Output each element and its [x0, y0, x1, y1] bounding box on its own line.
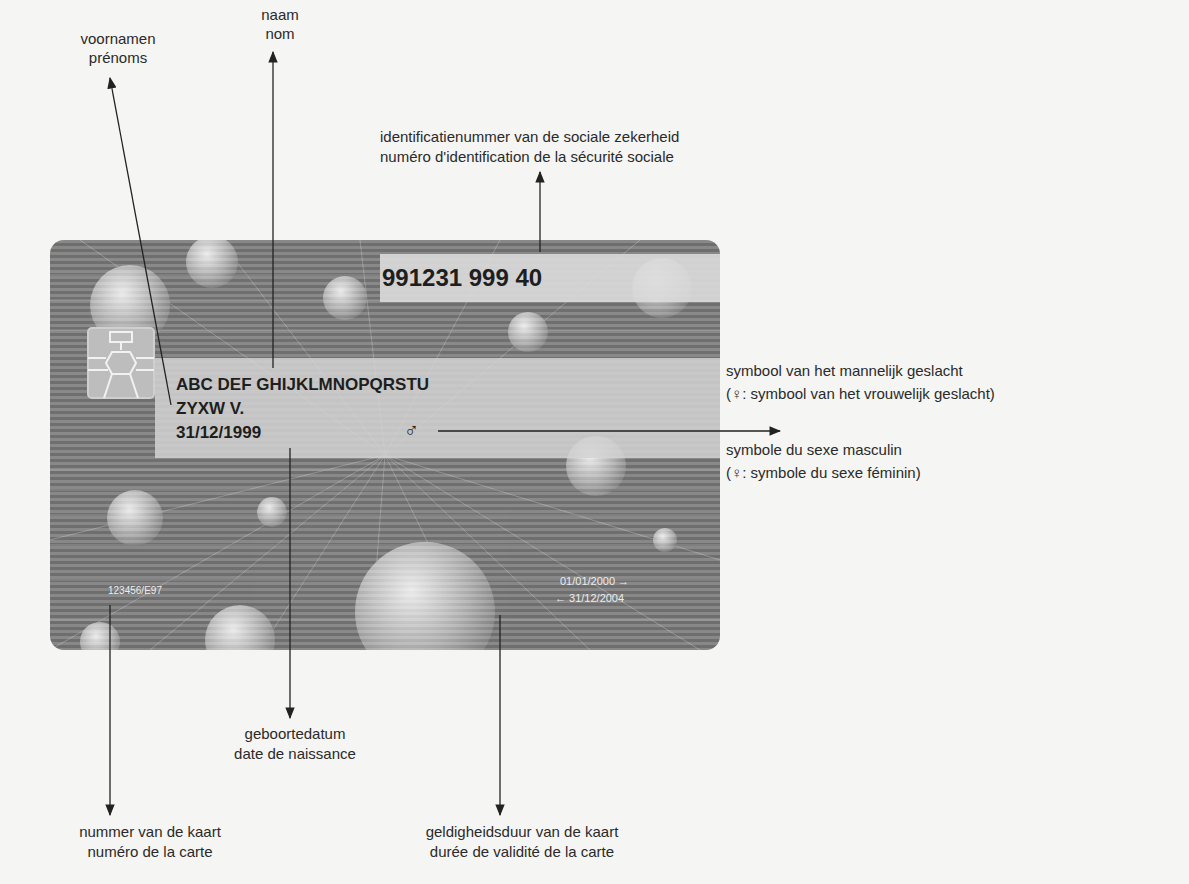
leader-lines	[110, 52, 780, 815]
social-security-number: 991231 999 40	[382, 264, 542, 292]
surname: ABC DEF GHIJKLMNOPQRSTU	[176, 375, 429, 395]
card-body	[50, 240, 720, 650]
callout-label: prénoms	[89, 49, 147, 67]
callout-label: symbool van het mannelijk geslacht	[726, 362, 963, 380]
callout-label: nom	[265, 25, 294, 43]
birth-date: 31/12/1999	[176, 423, 261, 443]
callout-label: identificatienummer van de sociale zeker…	[380, 128, 679, 146]
callout-label: numéro de la carte	[87, 843, 212, 861]
callout-label: nummer van de kaart	[79, 823, 221, 841]
first-names: ZYXW V.	[176, 399, 244, 419]
callout-label: symbole du sexe masculin	[726, 441, 902, 459]
insurance-card: 991231 999 40 ABC DEF GHIJKLMNOPQRSTU ZYXW…	[50, 240, 720, 650]
callout-label: (♀: symbole du sexe féminin)	[726, 464, 921, 482]
callout-label: numéro d'identification de la sécurité s…	[380, 148, 674, 166]
callout-label: date de naissance	[234, 745, 356, 763]
sex-symbol: ♂	[404, 419, 419, 442]
callout-label: geboortedatum	[245, 725, 346, 743]
callout-label: (♀: symbool van het vrouwelijk geslacht)	[726, 385, 995, 403]
callout-label: voornamen	[80, 30, 155, 48]
callout-label: durée de validité de la carte	[430, 843, 614, 861]
validity-start: 01/01/2000 →	[560, 575, 629, 588]
card-number: 123456/E97	[108, 585, 162, 597]
chip	[88, 328, 154, 398]
callout-label: geldigheidsduur van de kaart	[426, 823, 619, 841]
callout-label: naam	[261, 6, 299, 24]
validity-end: ← 31/12/2004	[555, 592, 624, 605]
